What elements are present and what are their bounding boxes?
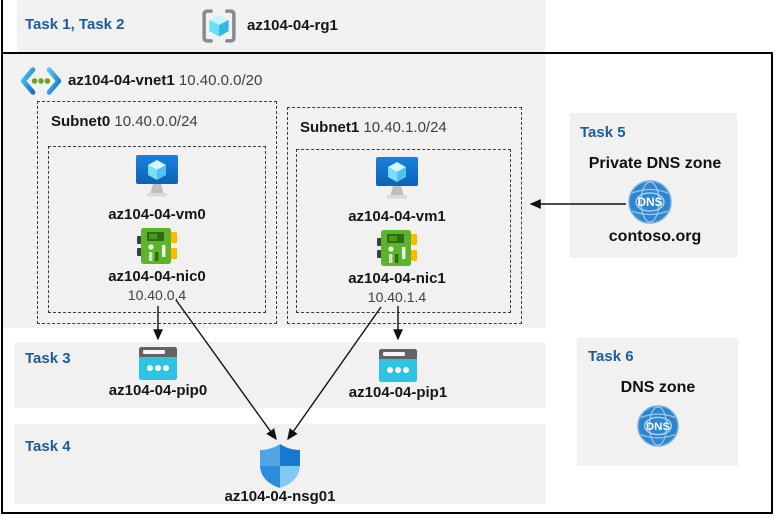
nsg-shield-icon <box>259 444 301 488</box>
nsg-label: az104-04-nsg01 <box>224 488 336 505</box>
pip0-icon <box>139 347 177 380</box>
subnet1-inner-box <box>296 149 511 313</box>
private-dns-icon: DNS <box>628 180 672 224</box>
subnet0-name: Subnet0 <box>51 113 111 130</box>
task-3-heading: Task 3 <box>25 350 71 367</box>
task-4-heading: Task 4 <box>25 438 71 455</box>
nic1-label: az104-04-nic1 <box>348 270 446 287</box>
vm0-icon <box>135 154 179 200</box>
vnet-cidr: 10.40.0.0/20 <box>178 72 263 89</box>
resource-group-icon <box>198 5 240 47</box>
task-5-heading: Task 5 <box>580 124 626 141</box>
subnet1-name: Subnet1 <box>300 119 360 136</box>
subnet1-cidr: 10.40.1.0/24 <box>363 119 447 136</box>
nic1-icon <box>377 229 417 267</box>
subnet0-title: Subnet0 10.40.0.0/24 <box>51 113 198 130</box>
main-frame <box>1 52 773 514</box>
vnet-icon <box>20 66 62 96</box>
subnet0-box <box>37 101 277 324</box>
subnet1-title: Subnet1 10.40.1.0/24 <box>300 119 447 136</box>
dns-icon-text: DNS <box>637 195 662 209</box>
task3-band <box>15 342 545 408</box>
nic0-ip: 10.40.0.4 <box>127 287 187 303</box>
subnet0-cidr: 10.40.0.0/24 <box>114 113 198 130</box>
nic1-ip: 10.40.1.4 <box>367 289 427 305</box>
left-edge-line <box>1 0 3 54</box>
pip0-label: az104-04-pip0 <box>108 382 208 399</box>
vnet-name: az104-04-vnet1 <box>68 72 175 89</box>
resource-group-name: az104-04-rg1 <box>247 17 338 34</box>
private-dns-zone-title: Private DNS zone <box>588 155 722 172</box>
pip1-label: az104-04-pip1 <box>348 384 448 401</box>
dns-zone-title: DNS zone <box>620 379 696 396</box>
subnet0-inner-box <box>48 146 266 313</box>
dns-icon-text: DNS <box>646 421 671 433</box>
pip1-icon <box>379 349 417 382</box>
vnet-panel <box>3 54 545 328</box>
task-1-2-heading: Task 1, Task 2 <box>25 16 125 33</box>
dns-zone-icon: DNS <box>637 405 679 447</box>
private-dns-zone-name: contoso.org <box>608 228 702 245</box>
vnet-title: az104-04-vnet1 10.40.0.0/20 <box>68 72 262 89</box>
vm0-label: az104-04-vm0 <box>108 206 206 223</box>
vm1-label: az104-04-vm1 <box>348 208 446 225</box>
task-6-heading: Task 6 <box>588 348 634 365</box>
resource-group-banner <box>17 0 545 52</box>
subnet1-box <box>287 107 522 324</box>
vm1-icon <box>375 156 419 202</box>
nic0-label: az104-04-nic0 <box>108 268 206 285</box>
nic0-icon <box>137 227 177 265</box>
